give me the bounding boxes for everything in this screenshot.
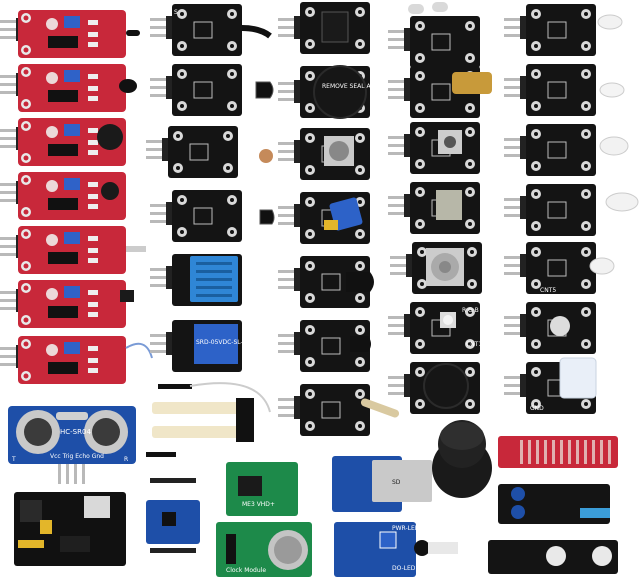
passive-buzzer xyxy=(388,361,481,415)
laser-module xyxy=(388,65,492,119)
reed-switch-module xyxy=(278,383,400,437)
red-board-flame xyxy=(0,64,137,112)
ir-receiver xyxy=(278,255,374,309)
cnt5-label: CNT5 xyxy=(540,287,556,294)
joystick-module xyxy=(432,420,492,498)
black-board-tilt-ball xyxy=(388,2,481,69)
red-board-reed xyxy=(0,226,146,274)
tracking-sensor xyxy=(498,484,610,524)
buzzer-warning-label: REMOVE SEAL AFTER WASHING xyxy=(322,83,417,90)
soil-moisture-sensor xyxy=(146,382,271,457)
red-board-sound xyxy=(0,172,126,220)
sd-card-module: SD xyxy=(332,456,432,512)
red-board-temp xyxy=(0,10,140,58)
dc-dc-converter: ME3 VHD+ xyxy=(226,462,298,516)
water-level-sensor xyxy=(498,436,618,468)
converter-label: ME3 VHD+ xyxy=(242,501,275,508)
red-board-microphone xyxy=(0,118,126,166)
black-board-ds18b20 xyxy=(150,63,274,117)
rotary-encoder xyxy=(390,241,483,295)
dual-color-led: CNT5 xyxy=(504,241,615,295)
rtc-clock-module: Clock Module xyxy=(216,522,312,577)
breadboard-power-module xyxy=(14,492,126,566)
black-board-led-big xyxy=(504,123,629,177)
black-board-transistor xyxy=(150,189,275,243)
red-board-reed-switch xyxy=(0,336,153,384)
pin-label-s: S xyxy=(174,9,178,16)
relay-label: SRD-05VDC-SL-C xyxy=(196,339,247,346)
black-board-led-two xyxy=(504,3,623,57)
cnt-label: CNT1 xyxy=(466,341,482,348)
black-board-photoresistor xyxy=(146,125,273,179)
ultrasonic-label: HC-SR04 xyxy=(60,428,91,436)
do-led-label: DO-LED xyxy=(392,565,416,572)
rgb-label: R G B xyxy=(462,307,479,314)
pwr-led-label: PWR-LED xyxy=(392,525,420,532)
blue-potentiometer xyxy=(278,191,371,245)
rotary-pot xyxy=(278,127,371,181)
relay-module: SRD-05VDC-SL-C xyxy=(150,320,247,372)
rtc-label: Clock Module xyxy=(226,567,266,574)
imu-module xyxy=(146,478,200,553)
relay-4ch-blue: PWR-LED DO-LED xyxy=(334,522,458,577)
black-board-ir xyxy=(278,319,371,373)
rgb-led-module: R G B CNT1 xyxy=(388,301,482,355)
dht11-sensor xyxy=(150,254,242,306)
light-cup-module: GND xyxy=(504,357,597,415)
obstacle-avoidance xyxy=(488,540,618,574)
black-board-tilt xyxy=(278,1,371,55)
red-board-hall xyxy=(0,280,134,328)
shock-switch xyxy=(388,181,481,235)
seven-color-flash xyxy=(504,301,597,355)
gnd-label: GND xyxy=(530,405,544,412)
buzzer-module: REMOVE SEAL AFTER WASHING xyxy=(278,65,417,119)
ultrasonic-pins-label: Vcc Trig Echo Gnd xyxy=(50,453,104,460)
black-board-led-white xyxy=(504,183,639,237)
ultrasonic-r-label: R xyxy=(124,456,128,463)
push-button xyxy=(388,121,481,175)
black-board-ntc: S xyxy=(150,3,272,57)
sd-label: SD xyxy=(392,479,401,486)
ultrasonic-t-label: T xyxy=(11,456,16,463)
ultrasonic-sensor: HC-SR04 T R Vcc Trig Echo Gnd xyxy=(8,406,136,484)
black-board-led-green xyxy=(504,63,625,117)
